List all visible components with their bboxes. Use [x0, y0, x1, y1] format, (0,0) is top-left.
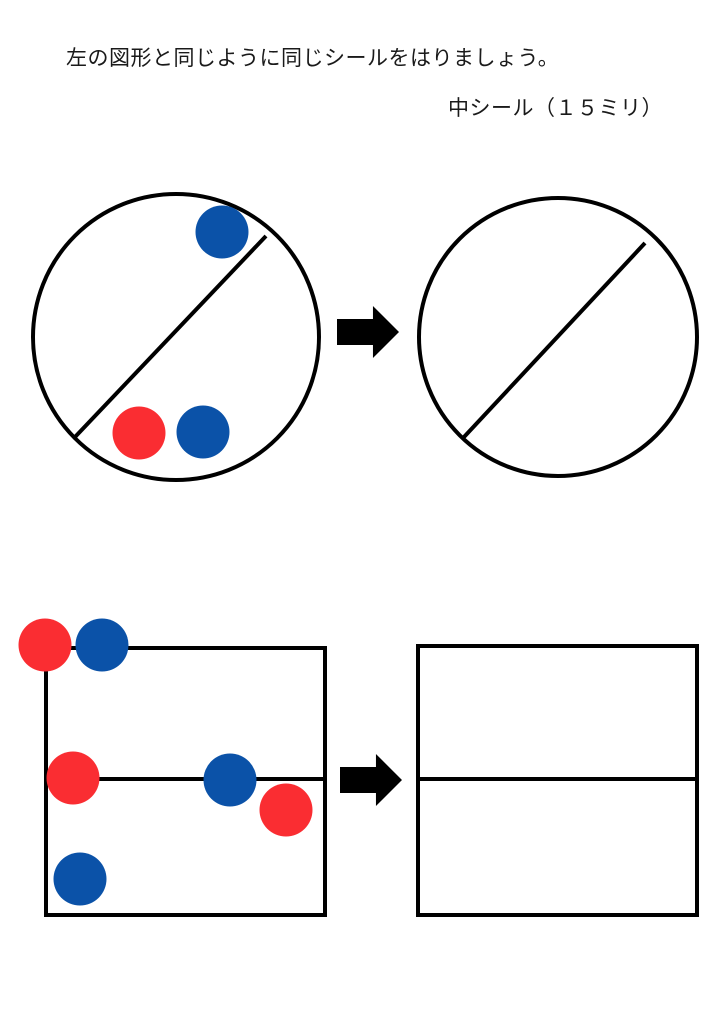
circle-chord-model [73, 234, 268, 439]
red-sticker[interactable] [259, 783, 313, 837]
exercise-square-row [18, 618, 699, 917]
sticker-size-note: 中シール（１５ミリ） [448, 97, 663, 120]
circle-chord-answer [462, 241, 647, 439]
blue-sticker[interactable] [203, 753, 257, 807]
blue-sticker[interactable] [195, 205, 249, 259]
instruction-text: 左の図形と同じように同じシールをはりましょう。 [66, 47, 560, 70]
exercise-circle-row [31, 192, 699, 482]
square-answer-figure [416, 644, 699, 917]
circle-answer-figure [417, 196, 699, 478]
circle-model-figure [31, 192, 321, 482]
circle-outline-answer[interactable] [417, 196, 699, 478]
arrow-right-icon [337, 306, 399, 358]
red-sticker[interactable] [46, 751, 100, 805]
blue-sticker[interactable] [53, 852, 107, 906]
circle-outline-model [31, 192, 321, 482]
red-sticker[interactable] [18, 618, 72, 672]
square-outline-model [44, 646, 327, 917]
blue-sticker[interactable] [176, 405, 230, 459]
blue-sticker[interactable] [75, 618, 129, 672]
arrow-right-icon [340, 754, 402, 806]
sticker-group-model [112, 205, 249, 460]
square-model-figure [18, 618, 327, 917]
sticker-group-model [18, 618, 313, 906]
red-sticker[interactable] [112, 406, 166, 460]
